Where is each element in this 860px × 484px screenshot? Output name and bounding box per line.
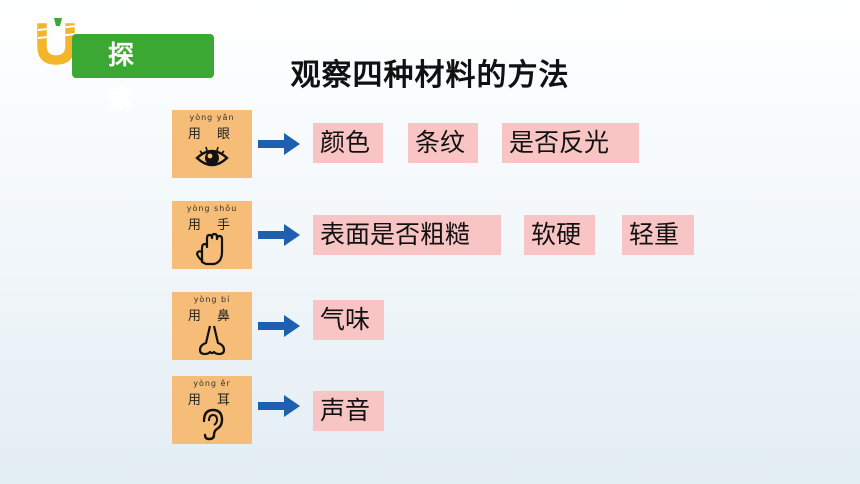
pinyin-label: yòng yǎn bbox=[189, 113, 235, 122]
pinyin-label: yòng ěr bbox=[193, 379, 231, 388]
hand-icon bbox=[195, 232, 224, 266]
arrow-icon bbox=[258, 133, 300, 155]
ear-icon bbox=[202, 408, 224, 441]
hanzi-label: 用 鼻 bbox=[187, 309, 237, 324]
pinyin-label: yòng bí bbox=[193, 295, 231, 304]
method-item: 表面是否粗糙 bbox=[313, 215, 501, 255]
method-item: 是否反光 bbox=[502, 123, 639, 163]
method-card-ear: yòng ěr 用 耳 bbox=[172, 376, 252, 444]
u-logo-icon bbox=[34, 18, 78, 68]
eye-icon bbox=[195, 146, 229, 167]
page-title: 观察四种材料的方法 bbox=[290, 58, 570, 93]
method-card-eye: yòng yǎn 用 眼 bbox=[172, 110, 252, 178]
method-item: 声音 bbox=[313, 391, 384, 431]
hanzi-label: 用 眼 bbox=[187, 127, 237, 142]
nose-icon bbox=[198, 325, 226, 356]
arrow-icon bbox=[258, 395, 300, 417]
method-item: 条纹 bbox=[408, 123, 478, 163]
section-badge: 探 索 bbox=[28, 16, 214, 115]
method-item: 软硬 bbox=[524, 215, 595, 255]
hanzi-label: 用 耳 bbox=[187, 393, 237, 408]
hanzi-label: 用 手 bbox=[187, 218, 237, 233]
method-card-nose: yòng bí 用 鼻 bbox=[172, 292, 252, 360]
method-item: 颜色 bbox=[313, 123, 383, 163]
method-card-hand: yòng shǒu 用 手 bbox=[172, 201, 252, 269]
badge-label: 探 索 bbox=[72, 34, 214, 115]
arrow-icon bbox=[258, 315, 300, 337]
pinyin-label: yòng shǒu bbox=[186, 204, 238, 213]
method-item: 轻重 bbox=[622, 215, 694, 255]
method-item: 气味 bbox=[313, 300, 384, 340]
arrow-icon bbox=[258, 224, 300, 246]
